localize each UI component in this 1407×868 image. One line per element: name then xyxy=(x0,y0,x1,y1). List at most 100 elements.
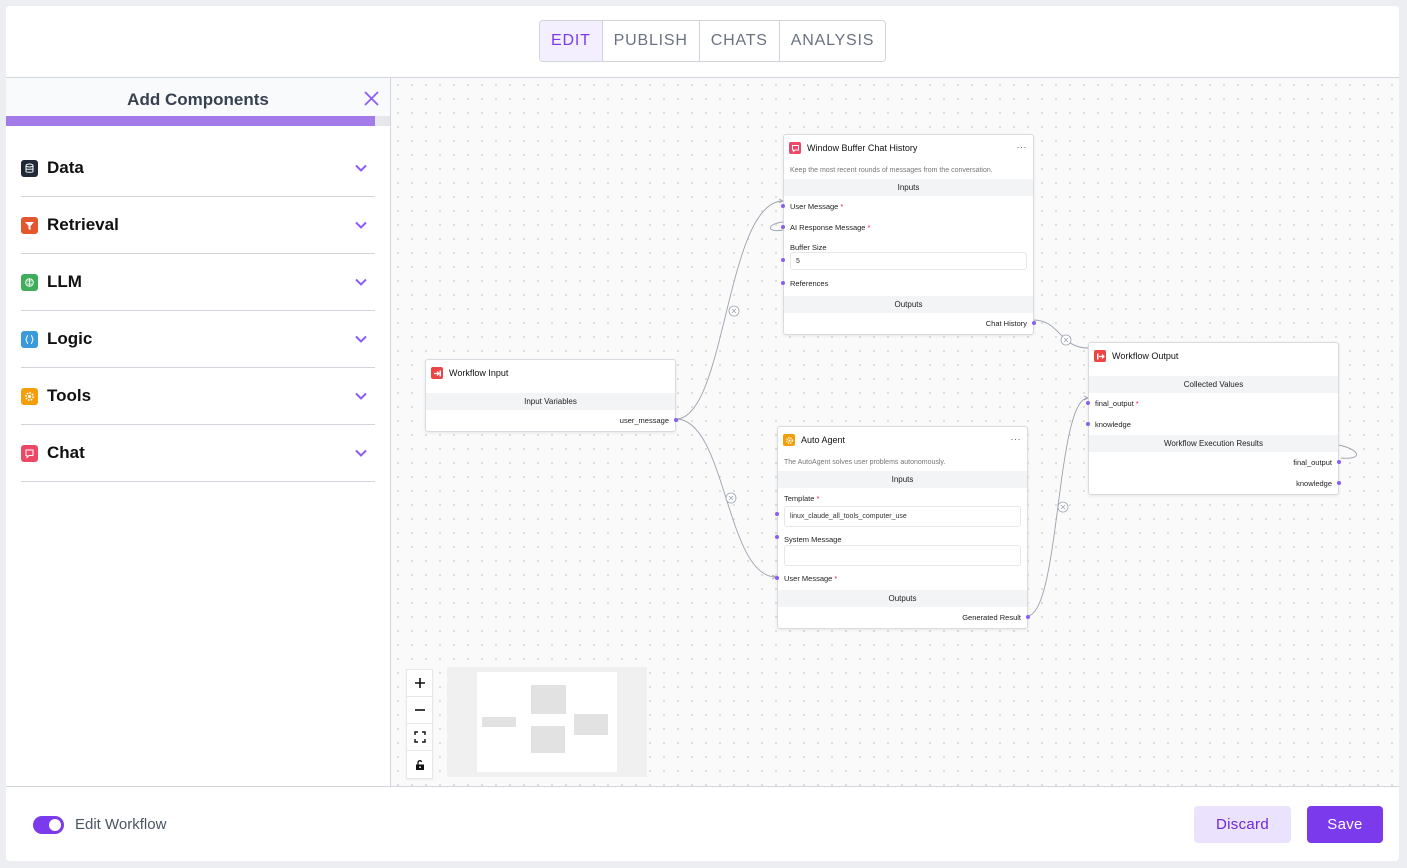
minimap[interactable] xyxy=(447,667,647,777)
node-menu-icon[interactable]: ··· xyxy=(1016,142,1027,152)
template-label-row: Template* xyxy=(778,488,1027,503)
output-port[interactable] xyxy=(1032,321,1036,325)
sidebar-progress-bar xyxy=(6,116,375,126)
tab-publish[interactable]: PUBLISH xyxy=(602,21,700,61)
category-data[interactable]: Data xyxy=(21,140,375,197)
category-list: Data Retrieval LLM L xyxy=(21,140,375,482)
workflow-output-icon xyxy=(1094,350,1106,362)
node-menu-icon[interactable]: ··· xyxy=(1010,434,1021,444)
plus-icon xyxy=(414,678,425,688)
output-final-output: final_output xyxy=(1089,452,1341,473)
required-mark: * xyxy=(840,202,844,211)
minimap-node xyxy=(531,726,565,753)
edge-remove-icon[interactable] xyxy=(725,492,737,504)
buffer-size-input[interactable]: 5 xyxy=(790,252,1027,270)
section-outputs: Outputs xyxy=(778,590,1027,607)
save-button[interactable]: Save xyxy=(1307,806,1383,843)
node-header: Workflow Output xyxy=(1089,343,1338,369)
node-title: Window Buffer Chat History xyxy=(807,143,918,153)
output-label: final_output xyxy=(1293,458,1332,467)
edge-result-to-output xyxy=(1026,397,1089,617)
edge-remove-icon[interactable] xyxy=(1057,501,1069,513)
field-label: System Message xyxy=(784,534,842,544)
field-label: User Message xyxy=(784,573,833,583)
edit-workflow-toggle[interactable] xyxy=(33,816,64,834)
input-user-message: User Message* xyxy=(781,196,1033,217)
close-icon[interactable] xyxy=(361,88,383,110)
category-logic[interactable]: Logic xyxy=(21,311,375,368)
category-label: Tools xyxy=(47,386,92,405)
node-header: Auto Agent ··· xyxy=(778,427,1027,453)
edge-remove-icon[interactable] xyxy=(728,305,740,317)
field-label: Buffer Size xyxy=(790,242,827,252)
template-input[interactable]: linux_claude_all_tools_computer_use xyxy=(784,506,1021,527)
node-workflow-output[interactable]: Workflow Output Collected Values final_o… xyxy=(1086,342,1341,495)
node-workflow-input[interactable]: Workflow Input Input Variables user_mess… xyxy=(425,359,678,432)
gear-icon xyxy=(783,434,795,446)
input-references: References xyxy=(781,270,1033,296)
required-mark: * xyxy=(834,573,838,583)
database-icon xyxy=(21,159,38,177)
section-collected-values: Collected Values xyxy=(1089,376,1338,393)
input-port[interactable] xyxy=(1086,422,1090,426)
top-bar: EDIT PUBLISH CHATS ANALYSIS xyxy=(6,6,1399,78)
system-message-input[interactable] xyxy=(784,545,1021,566)
zoom-out-button[interactable] xyxy=(407,697,432,724)
lock-button[interactable] xyxy=(407,751,432,778)
edge-remove-icon[interactable] xyxy=(1060,334,1072,346)
tab-chats[interactable]: CHATS xyxy=(699,21,780,61)
app-window: EDIT PUBLISH CHATS ANALYSIS Add Componen… xyxy=(6,6,1399,861)
discard-button[interactable]: Discard xyxy=(1194,806,1291,843)
category-chat[interactable]: Chat xyxy=(21,425,375,482)
input-port[interactable] xyxy=(781,258,785,262)
category-label: Logic xyxy=(47,329,93,348)
node-window-buffer-chat-history[interactable]: Window Buffer Chat History ··· Keep the … xyxy=(781,134,1036,335)
node-title: Workflow Output xyxy=(1112,351,1179,361)
output-label: user_message xyxy=(619,416,669,425)
output-generated-result: Generated Result xyxy=(778,607,1030,628)
tab-analysis[interactable]: ANALYSIS xyxy=(779,21,886,61)
template-row: linux_claude_all_tools_computer_use xyxy=(775,502,1027,527)
node-header: Window Buffer Chat History ··· xyxy=(784,135,1033,161)
minimap-node xyxy=(482,717,516,727)
input-port[interactable] xyxy=(781,225,785,229)
section-execution-results: Workflow Execution Results xyxy=(1089,435,1338,452)
input-final-output: final_output* xyxy=(1086,393,1338,414)
sidebar-header: Add Components xyxy=(6,78,390,126)
edge-history-to-output xyxy=(1032,319,1089,349)
node-auto-agent[interactable]: Auto Agent ··· The AutoAgent solves user… xyxy=(775,426,1030,629)
field-label: AI Response Message xyxy=(790,223,866,232)
output-port[interactable] xyxy=(1026,615,1030,619)
category-llm[interactable]: LLM xyxy=(21,254,375,311)
chevron-down-icon xyxy=(355,164,367,172)
workflow-canvas[interactable]: Workflow Input Input Variables user_mess… xyxy=(391,78,1399,786)
required-mark: * xyxy=(816,493,820,503)
section-outputs: Outputs xyxy=(784,296,1033,313)
funnel-icon xyxy=(21,216,38,234)
output-port[interactable] xyxy=(674,418,678,422)
fit-view-button[interactable] xyxy=(407,724,432,751)
input-port[interactable] xyxy=(775,576,779,580)
output-label: Chat History xyxy=(985,319,1027,328)
field-label: References xyxy=(790,278,829,288)
output-port[interactable] xyxy=(1337,460,1341,464)
required-mark: * xyxy=(1135,399,1139,408)
category-retrieval[interactable]: Retrieval xyxy=(21,197,375,254)
field-label: final_output xyxy=(1095,399,1134,408)
field-label: Template xyxy=(784,493,815,503)
category-label: Data xyxy=(47,158,84,177)
node-title: Auto Agent xyxy=(801,435,846,445)
input-port[interactable] xyxy=(781,281,785,285)
input-port[interactable] xyxy=(775,512,779,516)
edge-output-loop xyxy=(1338,444,1357,459)
workflow-input-icon xyxy=(431,367,443,379)
input-port[interactable] xyxy=(781,204,785,208)
input-port[interactable] xyxy=(775,535,779,539)
category-label: Chat xyxy=(47,443,85,462)
output-port[interactable] xyxy=(1337,481,1341,485)
input-port[interactable] xyxy=(1086,401,1090,405)
tab-edit[interactable]: EDIT xyxy=(540,21,603,61)
category-tools[interactable]: Tools xyxy=(21,368,375,425)
output-user-message: user_message xyxy=(426,410,678,431)
zoom-in-button[interactable] xyxy=(407,670,432,697)
